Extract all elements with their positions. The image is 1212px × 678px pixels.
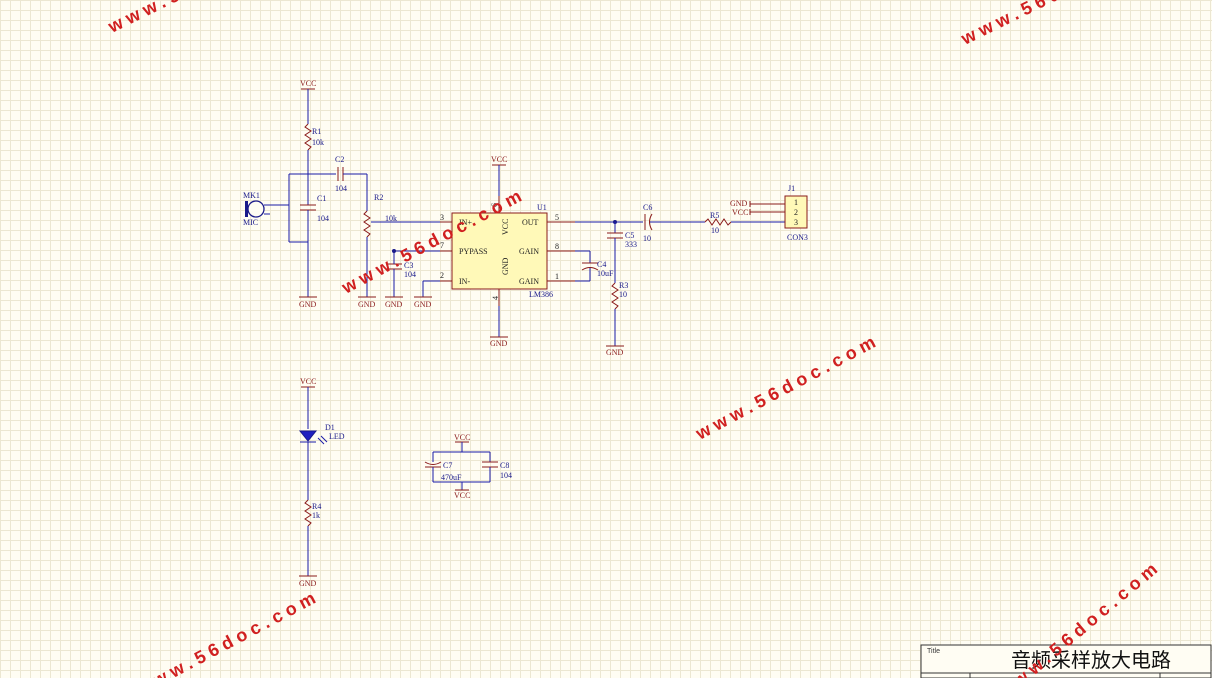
led-icon bbox=[298, 430, 328, 445]
c4-ref: C4 bbox=[597, 260, 606, 269]
gnd-label-c3: GND bbox=[385, 300, 403, 309]
j1-pin2: 2 bbox=[794, 208, 798, 217]
vcc-label-d1: VCC bbox=[300, 377, 316, 386]
c8-value: 104 bbox=[500, 471, 512, 480]
gnd-label-r4: GND bbox=[299, 579, 317, 588]
u1-bypass-label: PYPASS bbox=[459, 247, 488, 256]
r1-resistor bbox=[304, 123, 312, 151]
c3-ref: C3 bbox=[404, 261, 413, 270]
c7-capacitor bbox=[424, 461, 442, 465]
c8-ref: C8 bbox=[500, 461, 509, 470]
gnd-label-in-minus: GND bbox=[414, 300, 432, 309]
u1-pin4-number: 4 bbox=[491, 296, 500, 300]
u1-gnd-label: GND bbox=[501, 257, 510, 275]
c6-value: 10 bbox=[643, 234, 651, 243]
r5-value: 10 bbox=[711, 226, 719, 235]
gnd-label-j1: GND bbox=[730, 199, 748, 208]
microphone-icon bbox=[245, 200, 265, 218]
title-block-label: Title bbox=[927, 648, 940, 655]
u1-pin5-number: 5 bbox=[555, 213, 559, 222]
vcc-label-r1: VCC bbox=[300, 79, 316, 88]
c3-value: 104 bbox=[404, 270, 416, 279]
r2-value: 10k bbox=[385, 214, 397, 223]
vcc-r1-symbol: VCC bbox=[300, 79, 316, 90]
gnd-label-u1: GND bbox=[490, 339, 508, 348]
vcc-label-c7-top: VCC bbox=[454, 433, 470, 442]
r1-ref: R1 bbox=[312, 127, 321, 136]
c4-value: 10uF bbox=[597, 269, 614, 278]
r4-value: 1k bbox=[312, 511, 320, 520]
u1-pin2-number: 2 bbox=[440, 271, 444, 280]
j1-ref: J1 bbox=[788, 184, 795, 193]
r2-resistor bbox=[363, 210, 371, 238]
c5-ref: C5 bbox=[625, 231, 634, 240]
r3-value: 10 bbox=[619, 290, 627, 299]
u1-pin1-number: 1 bbox=[555, 272, 559, 281]
gnd-label-r2: GND bbox=[358, 300, 376, 309]
r3-resistor bbox=[611, 282, 619, 310]
watermark-top-right: www.56doc.com bbox=[957, 0, 1151, 49]
r5-ref: R5 bbox=[710, 211, 719, 220]
c2-ref: C2 bbox=[335, 155, 344, 164]
c7-value: 470uF bbox=[441, 473, 462, 482]
u1-pin6-number: 6 bbox=[490, 203, 499, 207]
title-block-title: 音频采样放大电路 bbox=[1011, 648, 1171, 672]
j1-pin1: 1 bbox=[794, 198, 798, 207]
gnd-label-r3: GND bbox=[606, 348, 624, 357]
watermark-right: www.56doc.com bbox=[692, 329, 884, 444]
j1-pin3: 3 bbox=[794, 218, 798, 227]
c5-value: 333 bbox=[625, 240, 637, 249]
c7-ref: C7 bbox=[443, 461, 452, 470]
title-block: Title 音频采样放大电路 bbox=[920, 644, 1212, 678]
d1-value: LED bbox=[329, 432, 345, 441]
u1-out-label: OUT bbox=[522, 218, 539, 227]
c1-ref: C1 bbox=[317, 194, 326, 203]
u1-pin8-number: 8 bbox=[555, 242, 559, 251]
c2-value: 104 bbox=[335, 184, 347, 193]
u1-in-minus-label: IN- bbox=[459, 277, 470, 286]
u1-in-plus-label: IN+ bbox=[459, 218, 472, 227]
u1-vcc-label: VCC bbox=[501, 219, 510, 235]
watermark-top-left: www.56doc.com bbox=[104, 0, 298, 37]
mk1-value: MIC bbox=[243, 218, 258, 227]
u1-value: LM386 bbox=[529, 290, 553, 299]
c1-value: 104 bbox=[317, 214, 329, 223]
r1-value: 10k bbox=[312, 138, 324, 147]
vcc-label-j1: VCC bbox=[732, 208, 748, 217]
d1-ref: D1 bbox=[325, 423, 335, 432]
u1-pin3-number: 3 bbox=[440, 213, 444, 222]
mk1-ref: MK1 bbox=[243, 191, 260, 200]
r3-ref: R3 bbox=[619, 281, 628, 290]
u1-gain-b-label: GAIN bbox=[519, 277, 539, 286]
vcc-label-c7-bottom: VCC bbox=[454, 491, 470, 500]
r2-ref: R2 bbox=[374, 193, 383, 202]
gnd-label-c1: GND bbox=[299, 300, 317, 309]
c6-ref: C6 bbox=[643, 203, 652, 212]
j1-value: CON3 bbox=[787, 233, 808, 242]
u1-ref: U1 bbox=[537, 203, 547, 212]
r4-resistor bbox=[304, 499, 312, 527]
r4-ref: R4 bbox=[312, 502, 321, 511]
u1-gain-a-label: GAIN bbox=[519, 247, 539, 256]
u1-pin7-number: 7 bbox=[440, 241, 444, 250]
r5-resistor bbox=[704, 218, 732, 226]
vcc-label-u1: VCC bbox=[491, 155, 507, 164]
watermark-bottom-left: www.56doc.com bbox=[132, 585, 324, 678]
